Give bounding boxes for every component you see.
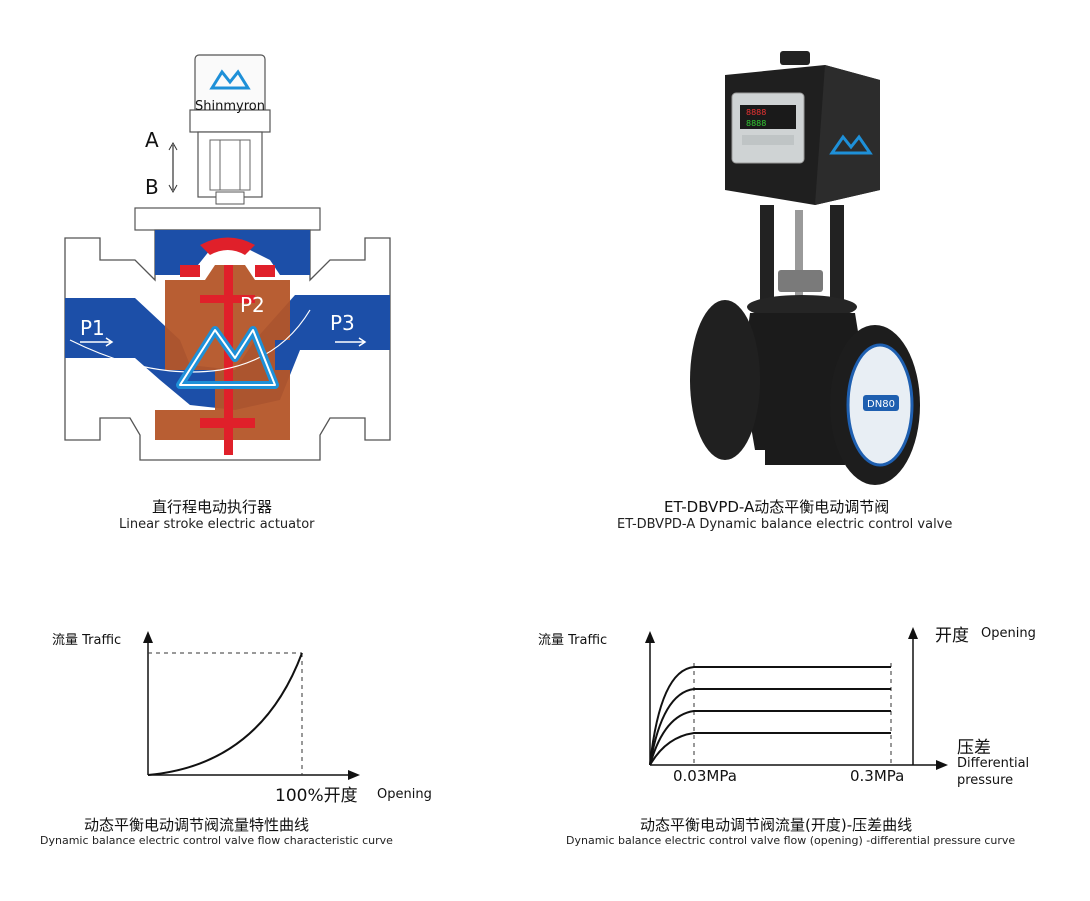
caption-actuator-en: Linear stroke electric actuator: [119, 517, 315, 532]
left-y-axis-arrow-icon: [645, 631, 655, 643]
x-axis-label-cn: 100%开度: [275, 786, 358, 806]
x-axis-label-cn: 压差: [957, 738, 991, 758]
valve-stem: [224, 265, 233, 455]
pressure-curve-chart: 流量 Traffic 开度 Opening 压差 Differential pr…: [530, 615, 1060, 815]
valve-svg: 8888 8888 DN80: [690, 51, 920, 485]
x-axis-arrow-icon: [936, 760, 948, 770]
pressure-curve-svg: [645, 627, 948, 770]
actuator-cutaway-diagram: Shinmyron A B P1 P2 P3: [40, 40, 420, 480]
cutaway-svg: Shinmyron A B P1 P2 P3: [64, 54, 391, 461]
y-axis-label: 流量 Traffic: [52, 633, 122, 648]
caption-actuator-cn: 直行程电动执行器: [152, 498, 273, 516]
upper-chamber: [155, 230, 310, 275]
label-a: A: [145, 128, 159, 152]
curve-3: [649, 710, 891, 766]
curve-4: [649, 732, 891, 766]
label-p2: P2: [240, 293, 265, 317]
caption-flow-cn: 动态平衡电动调节阀流量特性曲线: [84, 816, 310, 834]
balance-cartridge: [155, 265, 290, 440]
left-flange: [690, 300, 760, 460]
flow-curve-svg: [143, 631, 360, 780]
caption-pressure-en: Dynamic balance electric control valve f…: [566, 834, 1016, 847]
flow-curve: [147, 652, 303, 776]
right-y-axis-arrow-icon: [908, 627, 918, 639]
flow-characteristic-chart: 流量 Traffic 100%开度 Opening: [40, 615, 460, 815]
actuator-yoke: [197, 131, 263, 198]
x-axis-label-en-2: pressure: [957, 773, 1014, 788]
y-axis-arrow-icon: [143, 631, 153, 643]
valve-base: [765, 445, 845, 465]
bonnet-plate: [134, 207, 321, 231]
caption-flow-en: Dynamic balance electric control valve f…: [40, 834, 393, 847]
display-screen: [740, 105, 796, 129]
tick-label-2: 0.3MPa: [850, 767, 905, 785]
actuator-cap: [780, 51, 810, 65]
flow-channel: [65, 295, 390, 410]
flange-mark: DN80: [867, 399, 895, 410]
shinmyron-logo-icon: [829, 134, 873, 155]
display-readout-1: 8888: [746, 108, 766, 117]
right-y-axis-label-en: Opening: [981, 626, 1036, 641]
label-p3: P3: [330, 311, 355, 335]
flange-badge: [863, 395, 899, 411]
stem-coupling: [778, 270, 823, 292]
flow-arrow-icon: [335, 337, 367, 347]
shinmyron-logo-icon: [176, 326, 279, 389]
flow-path-line: [69, 309, 311, 373]
yoke-right: [830, 205, 844, 300]
valve-spindle: [795, 210, 803, 300]
valve-product-image: 8888 8888 DN80: [680, 45, 930, 485]
label-p1: P1: [80, 316, 105, 340]
curve-1: [649, 666, 891, 766]
x-axis-arrow-icon: [348, 770, 360, 780]
label-b: B: [145, 175, 159, 199]
yoke-left: [760, 205, 774, 300]
tick-label-1: 0.03MPa: [673, 767, 737, 785]
shinmyron-logo-icon: [209, 69, 251, 90]
curve-2: [649, 688, 891, 766]
display-buttons: [742, 135, 794, 145]
caption-pressure-cn: 动态平衡电动调节阀流量(开度)-压差曲线: [640, 816, 913, 834]
caption-valve-cn: ET-DBVPD-A动态平衡电动调节阀: [664, 498, 890, 516]
display-readout-2: 8888: [746, 119, 766, 128]
caption-valve-en: ET-DBVPD-A Dynamic balance electric cont…: [617, 517, 953, 532]
actuator-coupling: [215, 191, 245, 205]
brand-label: Shinmyron: [195, 99, 265, 114]
diaphragm: [200, 237, 255, 255]
left-y-axis-label: 流量 Traffic: [538, 633, 608, 648]
right-y-axis-label-cn: 开度: [935, 626, 969, 646]
actuator-linkage: [209, 139, 251, 191]
x-axis-label-en-1: Differential: [957, 756, 1030, 771]
x-axis-label-en: Opening: [377, 787, 432, 802]
flow-arrow-icon: [80, 337, 114, 347]
